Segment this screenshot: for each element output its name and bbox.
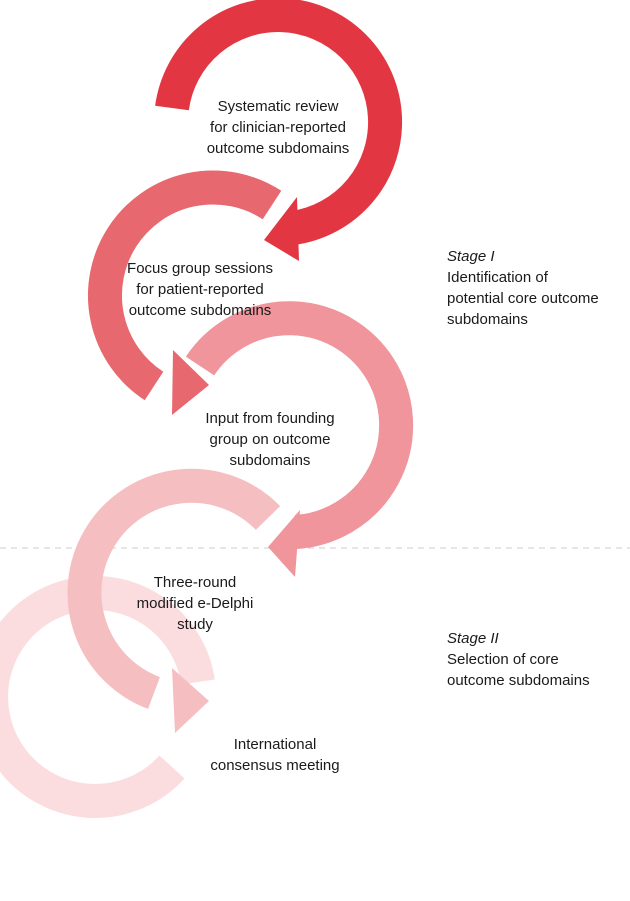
loop-arrow-3	[185, 301, 414, 577]
loop-3-arrowhead	[268, 510, 300, 577]
stage-2-label: Stage II Selection of core outcome subdo…	[447, 628, 590, 691]
step-4-text: Three-round modified e-Delphi study	[136, 574, 254, 633]
loop-arrow-1	[155, 0, 403, 261]
loop-arrow-5	[0, 576, 215, 818]
stage-2-title: Stage II	[447, 630, 499, 647]
stage-1-label: Stage I Identification of potential core…	[447, 246, 599, 330]
stage-1-title: Stage I	[447, 248, 495, 265]
loop-2-arrowhead	[172, 350, 209, 415]
loop-1-arc	[155, 0, 403, 245]
step-1-text: Systematic review for clinician-reported…	[206, 98, 350, 157]
loop-arrow-2	[88, 170, 282, 415]
stage-1-description: Identification of potential core outcome…	[447, 269, 599, 328]
step-2-text: Focus group sessions for patient-reporte…	[127, 260, 273, 319]
loop-1-arrowhead	[264, 197, 299, 261]
loop-arrow-4	[67, 468, 281, 733]
stage-2-description: Selection of core outcome subdomains	[447, 651, 590, 689]
loop-5-arc	[0, 576, 215, 818]
loop-2-arc	[88, 170, 282, 401]
loop-4-arc	[67, 468, 281, 709]
step-5-text: International consensus meeting	[210, 736, 340, 774]
loop-4-arrowhead	[172, 668, 209, 733]
step-3-text: Input from founding group on outcome sub…	[205, 410, 335, 469]
loop-3-arc	[185, 301, 414, 549]
